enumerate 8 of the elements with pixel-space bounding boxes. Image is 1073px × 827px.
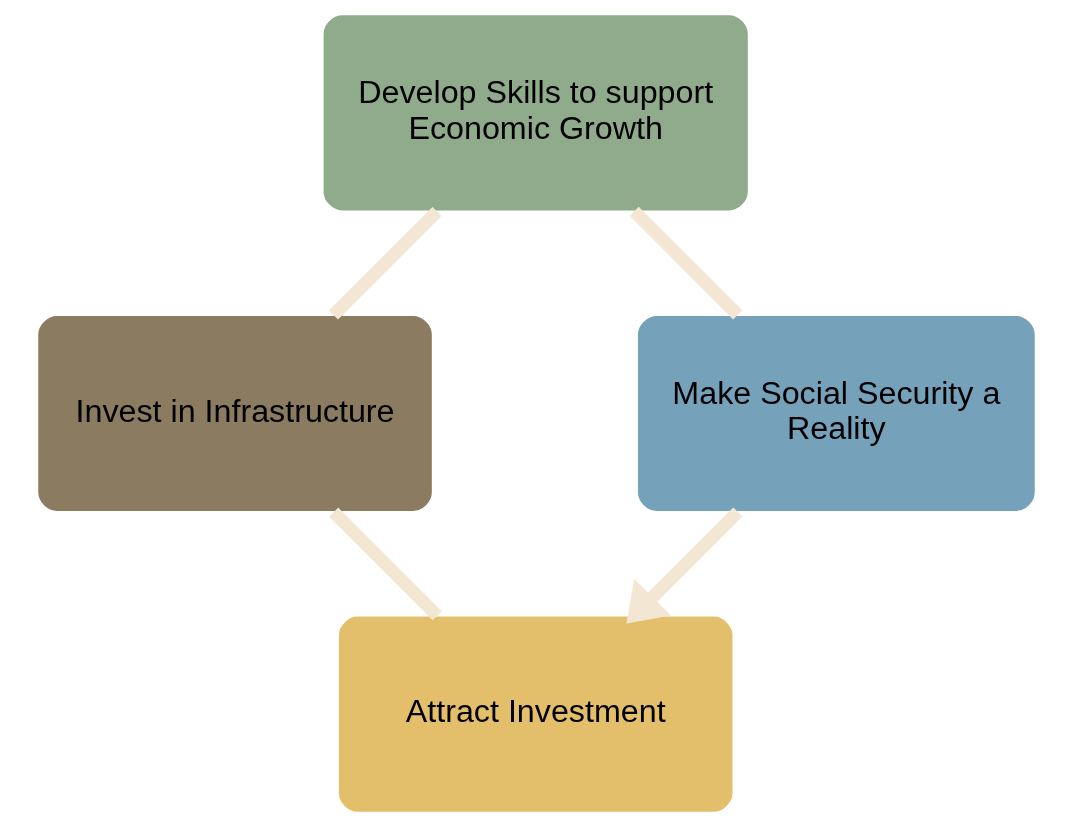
connector: [328, 206, 442, 320]
connector: [629, 206, 743, 320]
node-box: Develop Skills to support Economic Growth: [321, 13, 750, 213]
node-box: Attract Investment: [337, 614, 735, 814]
node-box: Make Social Security a Reality: [636, 314, 1037, 513]
connector: [329, 507, 442, 621]
arrow: [626, 507, 743, 624]
node-box: Invest in Infrastructure: [36, 314, 434, 513]
